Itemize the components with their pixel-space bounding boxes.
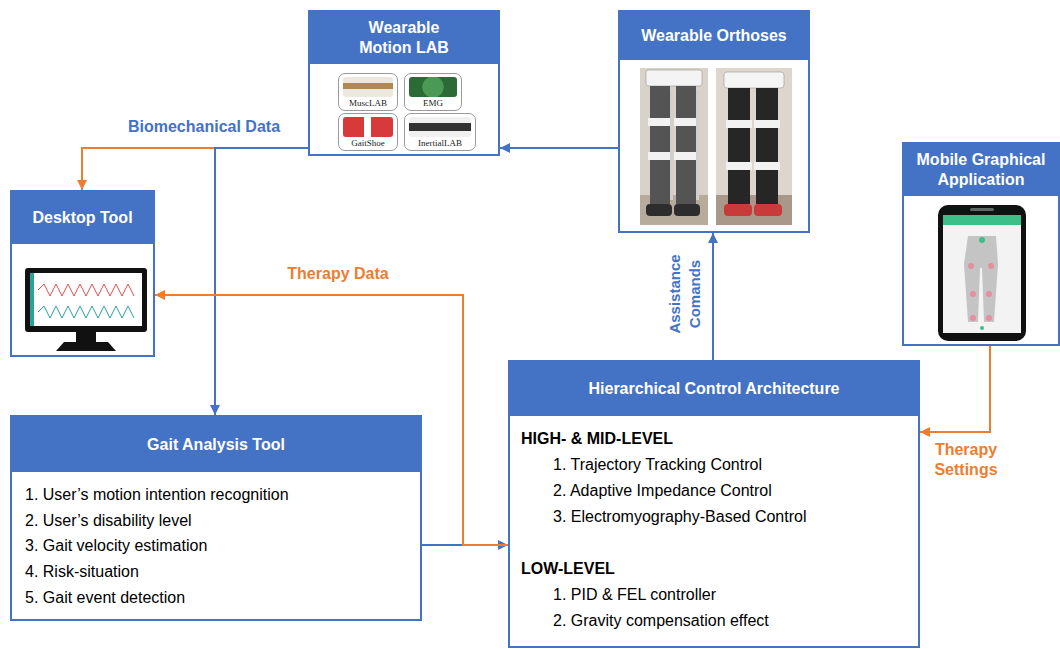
box-header: Wearable Orthoses bbox=[620, 12, 808, 60]
illustration-part bbox=[979, 237, 985, 243]
illustration-part bbox=[648, 152, 672, 160]
illustration-part bbox=[756, 88, 778, 204]
edge-label: Therapy Data bbox=[278, 264, 398, 284]
box-header: Desktop Tool bbox=[12, 192, 153, 244]
header-text: Hierarchical Control Architecture bbox=[584, 379, 843, 399]
header-text: Desktop Tool bbox=[28, 208, 136, 228]
header-text: Gait Analysis Tool bbox=[143, 435, 289, 455]
illustration-part bbox=[726, 120, 752, 128]
module-box: Mobile Graphical Application bbox=[902, 142, 1060, 346]
module-box: Wearable Orthoses bbox=[618, 10, 810, 233]
illustration-part bbox=[76, 332, 96, 342]
illustration-part bbox=[674, 204, 700, 216]
module-box: Desktop Tool bbox=[10, 190, 155, 357]
sensor-photo bbox=[343, 117, 393, 137]
list-item: 2. User’s disability level bbox=[25, 508, 420, 534]
box-body: HIGH- & MID-LEVEL1. Trajectory Tracking … bbox=[510, 416, 918, 634]
illustration-part bbox=[754, 120, 780, 128]
tile-label: MuscLAB bbox=[339, 98, 397, 109]
illustration-part bbox=[30, 273, 34, 326]
illustration-part bbox=[25, 268, 147, 332]
box-body: 1. User’s motion intention recognition2.… bbox=[12, 472, 420, 611]
illustration-part bbox=[674, 118, 698, 126]
illustration-part bbox=[980, 326, 984, 330]
list-item: 2. Gravity compensation effect bbox=[553, 608, 918, 634]
illustration-part bbox=[38, 306, 134, 318]
illustration-part bbox=[646, 70, 702, 86]
sensor-photo bbox=[409, 117, 471, 137]
edge-label: Therapy Settings bbox=[926, 440, 1006, 480]
edge-label: Biomechanical Data bbox=[122, 117, 286, 137]
list-item: 5. Gait event detection bbox=[25, 585, 420, 611]
illustration-part bbox=[724, 72, 784, 88]
module-box: Gait Analysis Tool 1. User’s motion inten… bbox=[10, 415, 422, 621]
level-heading: LOW-LEVEL bbox=[521, 556, 918, 582]
illustration-part bbox=[970, 208, 994, 211]
box-header: Mobile Graphical Application bbox=[904, 144, 1058, 196]
sensor-tile: InertialLAB bbox=[404, 113, 476, 151]
list-item: 1. User’s motion intention recognition bbox=[25, 482, 420, 508]
illustration-part bbox=[30, 273, 142, 326]
level-heading: HIGH- & MID-LEVEL bbox=[521, 426, 918, 452]
illustration-part bbox=[943, 215, 1021, 225]
list-item: 3. Gait velocity estimation bbox=[25, 533, 420, 559]
illustration-part bbox=[716, 195, 792, 225]
illustration-part bbox=[38, 284, 134, 296]
sensor-tile: MuscLAB bbox=[338, 73, 398, 111]
edge-label: Assistance Comands bbox=[665, 246, 705, 342]
illustration-part bbox=[650, 86, 670, 204]
box-header: Wearable Motion LAB bbox=[310, 12, 498, 64]
list-item: 1. PID & FEL controller bbox=[553, 582, 918, 608]
illustration-part bbox=[728, 88, 750, 204]
header-text: Mobile Graphical Application bbox=[904, 150, 1058, 190]
module-box: Hierarchical Control ArchitectureHIGH- &… bbox=[508, 360, 920, 648]
connector bbox=[500, 147, 618, 149]
module-box: Wearable Motion LAB MuscLAB EMG GaitShoe Ine… bbox=[308, 10, 500, 156]
list-item: 3. Electromyography-Based Control bbox=[553, 504, 918, 530]
illustration-part bbox=[726, 162, 752, 170]
illustration-part bbox=[674, 152, 698, 160]
illustration-part bbox=[754, 162, 780, 170]
list-item: 1. Trajectory Tracking Control bbox=[553, 452, 918, 478]
list-item: 2. Adaptive Impedance Control bbox=[553, 478, 918, 504]
illustration-part bbox=[56, 342, 116, 351]
illustration-part bbox=[970, 291, 976, 297]
illustration-part bbox=[754, 204, 782, 216]
tile-label: EMG bbox=[405, 98, 461, 109]
illustration-part bbox=[938, 205, 1026, 341]
illustration-part bbox=[968, 263, 974, 269]
illustration-part bbox=[640, 68, 708, 225]
illustration-part bbox=[988, 263, 994, 269]
illustration-part bbox=[716, 68, 792, 225]
sensor-photo bbox=[409, 77, 457, 97]
illustration-part bbox=[986, 315, 992, 321]
tile-label: GaitShoe bbox=[339, 138, 397, 149]
header-text: Wearable Orthoses bbox=[637, 26, 791, 46]
illustration-part bbox=[670, 90, 673, 200]
sensor-tile: GaitShoe bbox=[338, 113, 398, 151]
tile-label: InertialLAB bbox=[405, 138, 475, 149]
illustration-part bbox=[676, 86, 696, 204]
illustration-part bbox=[724, 204, 752, 216]
illustration-part bbox=[943, 215, 1021, 333]
illustration-part bbox=[964, 236, 998, 322]
box-header: Gait Analysis Tool bbox=[12, 417, 420, 472]
list-item: 4. Risk-situation bbox=[25, 559, 420, 585]
illustration-part bbox=[648, 118, 672, 126]
connector bbox=[82, 148, 308, 190]
connector bbox=[712, 233, 714, 360]
illustration-part bbox=[970, 315, 976, 321]
sensor-photo bbox=[343, 77, 393, 97]
illustration-part bbox=[696, 90, 699, 200]
header-text: Wearable Motion LAB bbox=[349, 18, 459, 58]
sensor-tile: EMG bbox=[404, 73, 462, 111]
box-header: Hierarchical Control Architecture bbox=[510, 362, 918, 416]
illustration-part bbox=[646, 204, 672, 216]
connector bbox=[920, 346, 990, 432]
illustration-part bbox=[986, 291, 992, 297]
